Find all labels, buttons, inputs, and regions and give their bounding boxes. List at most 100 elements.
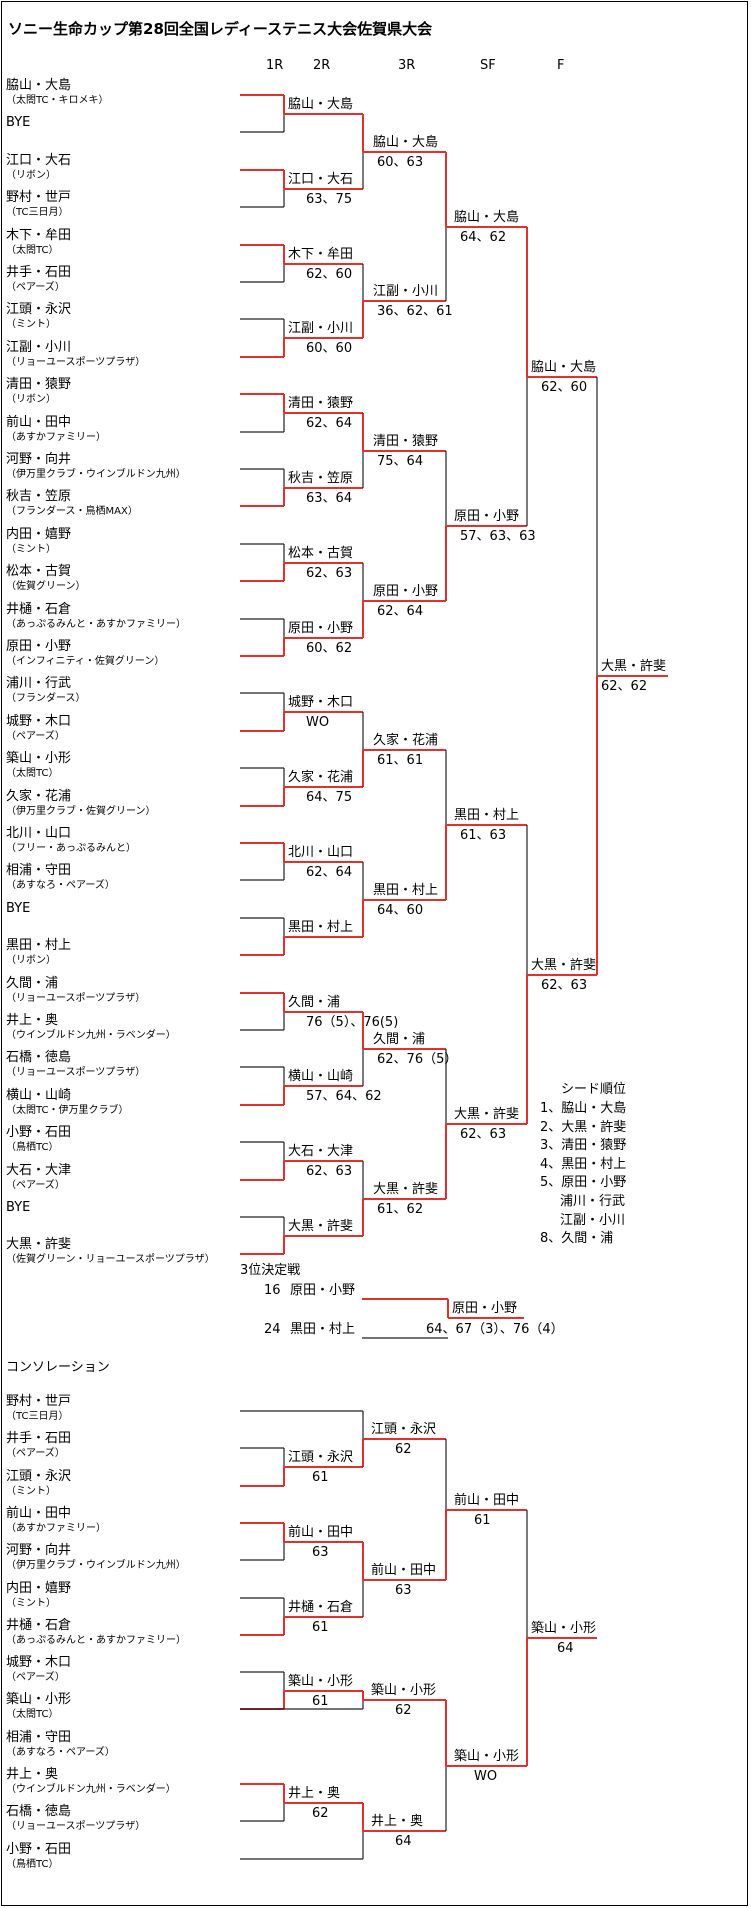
consolation-entry-club: （伊万里クラブ・ウインブルドン九州） bbox=[6, 1560, 186, 1572]
r3-winner-name: 黒田・村上 bbox=[373, 883, 439, 898]
third-place-seed: 24 bbox=[264, 1322, 281, 1337]
entry-club: （あすなろ・ペアーズ） bbox=[6, 880, 115, 892]
entry-name: 前山・田中 bbox=[6, 414, 72, 430]
f-winner-name: 脇山・大島 bbox=[531, 360, 597, 375]
r2-winner-name: 脇山・大島 bbox=[288, 97, 354, 112]
entry-name: 井手・石田 bbox=[6, 265, 72, 280]
consolation-r1-winner-score: 63 bbox=[312, 1545, 329, 1560]
r2-winner-score: 62、64 bbox=[306, 865, 353, 880]
champion-score: 62、62 bbox=[601, 679, 648, 694]
consolation-r1-winner-score: 61 bbox=[312, 1620, 329, 1635]
entry-club: （太閤TC） bbox=[6, 244, 59, 256]
sf-winner-name: 原田・小野 bbox=[454, 509, 520, 524]
entry-name: 北川・山口 bbox=[6, 826, 72, 841]
entry-club: （佐賀グリーン） bbox=[6, 581, 86, 593]
entry-name: 築山・小形 bbox=[6, 751, 72, 767]
r3-winner-name: 原田・小野 bbox=[373, 584, 439, 599]
entry-name: 黒田・村上 bbox=[6, 938, 72, 954]
r3-winner-name: 江副・小川 bbox=[373, 284, 439, 299]
entry-name: 江頭・永沢 bbox=[6, 302, 72, 318]
entry-club: （ウインブルドン九州・ラベンダー） bbox=[6, 1030, 176, 1041]
entry-club: （太閤TC・伊万里クラブ） bbox=[6, 1104, 129, 1116]
third-place-title: 3位決定戦 bbox=[240, 1263, 301, 1278]
r2-winner-name: 久間・浦 bbox=[288, 995, 341, 1010]
entry-club: （伊万里クラブ・ウインブルドン九州） bbox=[6, 469, 186, 480]
consolation-r1-winner-score: 62 bbox=[312, 1806, 329, 1821]
consolation-entry-name: 井樋・石倉 bbox=[6, 1617, 72, 1633]
seeds-title: シード順位 bbox=[561, 1082, 627, 1097]
entry-name: 脇山・大島 bbox=[6, 78, 72, 93]
f-winner-name: 大黒・許斐 bbox=[531, 958, 597, 973]
consolation-entry-name: 石橋・徳島 bbox=[6, 1804, 72, 1820]
consolation-entry-club: （ウインブルドン九州・ラベンダー） bbox=[6, 1784, 176, 1795]
sf-winner-name: 脇山・大島 bbox=[454, 210, 520, 225]
entry-club: （フランダース） bbox=[6, 693, 86, 705]
consolation-entry-name: 内田・嬉野 bbox=[6, 1580, 72, 1596]
consolation-entry-club: （TC三日月） bbox=[6, 1411, 69, 1422]
consolation-r2-winner-score: 64 bbox=[395, 1834, 412, 1849]
r2-winner-score: 62、63 bbox=[306, 566, 353, 581]
entry-name: 江口・大石 bbox=[6, 152, 72, 168]
sf-winner-score: 62、63 bbox=[460, 1127, 507, 1142]
consolation-r1-winner-name: 築山・小形 bbox=[288, 1674, 354, 1689]
r3-winner-name: 大黒・許斐 bbox=[373, 1182, 439, 1197]
consolation-r2-winner-score: 62 bbox=[395, 1442, 412, 1457]
entry-club: （ペアーズ） bbox=[6, 730, 65, 742]
consolation-r3-winner-name: 前山・田中 bbox=[454, 1493, 520, 1508]
third-place-score: 64、67（3）、76（4） bbox=[426, 1322, 564, 1337]
r3-winner-name: 清田・猿野 bbox=[373, 434, 439, 449]
r3-winner-score: 36、62、61 bbox=[377, 304, 453, 319]
consolation-r2-winner-name: 前山・田中 bbox=[371, 1563, 437, 1578]
consolation-entry-club: （あすなろ・ペアーズ） bbox=[6, 1746, 115, 1758]
r2-winner-score: 63、64 bbox=[306, 491, 353, 506]
round-header: 3R bbox=[398, 58, 416, 73]
entry-club: （リボン） bbox=[6, 394, 56, 406]
entry-club: （リボン） bbox=[6, 169, 56, 181]
consolation-champion-score: 64 bbox=[557, 1641, 574, 1656]
entry-name: 大石・大津 bbox=[6, 1162, 72, 1178]
consolation-entry-name: 江頭・永沢 bbox=[6, 1468, 72, 1484]
round-header: 2R bbox=[313, 58, 331, 73]
consolation-r3-winner-score: WO bbox=[474, 1769, 498, 1784]
r3-winner-name: 脇山・大島 bbox=[373, 135, 439, 150]
seed-item: 江副・小川 bbox=[560, 1212, 626, 1228]
consolation-champion-name: 築山・小形 bbox=[531, 1621, 597, 1636]
entry-name: 秋吉・笠原 bbox=[6, 489, 72, 505]
consolation-entry-name: 河野・向井 bbox=[6, 1543, 72, 1559]
third-place-winner: 原田・小野 bbox=[452, 1301, 518, 1316]
entry-name: BYE bbox=[6, 1200, 31, 1215]
entry-club: （伊万里クラブ・佐賀グリーン） bbox=[6, 805, 156, 817]
consolation-entry-name: 築山・小形 bbox=[6, 1692, 72, 1708]
sf-winner-score: 61、63 bbox=[460, 828, 507, 843]
entry-name: 原田・小野 bbox=[6, 639, 72, 654]
entry-name: 久間・浦 bbox=[6, 975, 59, 991]
r2-winner-score: 63、75 bbox=[306, 192, 353, 207]
entry-name: 野村・世戸 bbox=[6, 190, 72, 206]
consolation-r3-winner-score: 61 bbox=[474, 1513, 491, 1528]
r2-winner-name: 大石・大津 bbox=[288, 1144, 354, 1159]
entry-name: 久家・花浦 bbox=[6, 788, 72, 804]
r2-winner-score: 62、60 bbox=[306, 267, 353, 282]
r2-winner-score: 57、64、62 bbox=[306, 1089, 382, 1104]
entry-name: 小野・石田 bbox=[6, 1125, 72, 1141]
entry-name: 木下・牟田 bbox=[6, 227, 72, 243]
entry-club: （太閤TC） bbox=[6, 768, 59, 780]
champion-name: 大黒・許斐 bbox=[601, 659, 667, 674]
r2-winner-score: 64、75 bbox=[306, 790, 353, 805]
entry-club: （フランダース・鳥栖MAX） bbox=[6, 506, 138, 518]
seed-item: 浦川・行武 bbox=[560, 1194, 626, 1209]
entry-club: （ペアーズ） bbox=[6, 1179, 65, 1191]
r2-winner-name: 木下・牟田 bbox=[288, 247, 354, 262]
r3-winner-score: 62、76（5） bbox=[377, 1052, 458, 1067]
entry-club: （ミント） bbox=[6, 319, 56, 331]
entry-name: BYE bbox=[6, 900, 31, 916]
consolation-r1-winner-name: 前山・田中 bbox=[288, 1525, 354, 1540]
consolation-r1-winner-score: 61 bbox=[312, 1694, 329, 1709]
round-header: F bbox=[557, 58, 565, 73]
consolation-entry-club: （ミント） bbox=[6, 1597, 56, 1609]
seed-item: 5、原田・小野 bbox=[540, 1175, 627, 1191]
sf-winner-score: 57、63、63 bbox=[460, 529, 536, 544]
consolation-entry-club: （あすかファミリー） bbox=[6, 1522, 106, 1534]
sf-winner-name: 黒田・村上 bbox=[454, 808, 520, 823]
entry-name: 相浦・守田 bbox=[6, 863, 72, 879]
